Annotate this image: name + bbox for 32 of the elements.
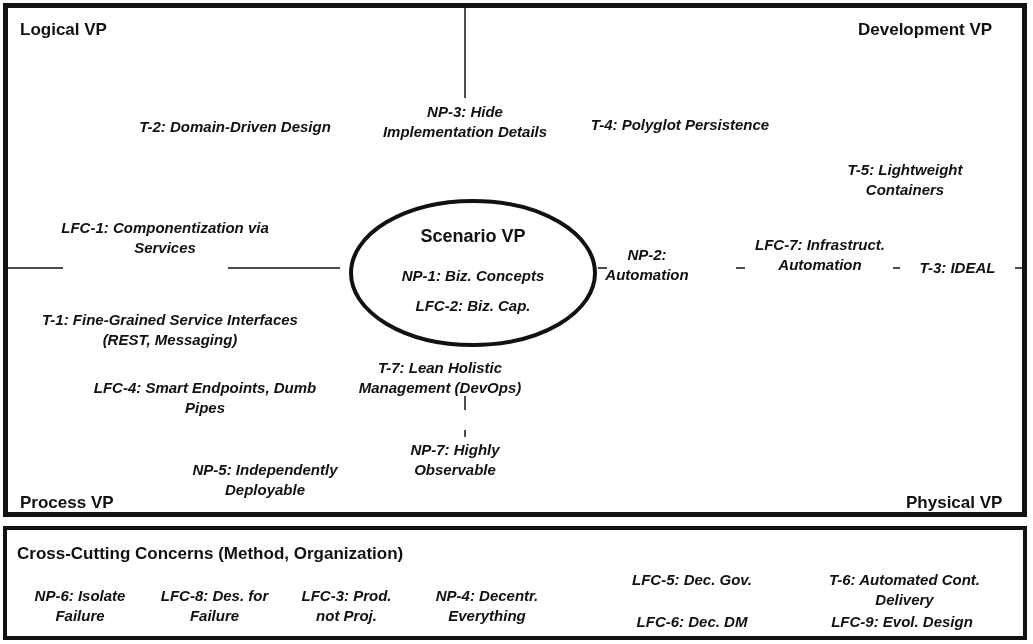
viewpoint-frame [3,3,1027,517]
concept-label: LFC-8: Des. for Failure [159,586,270,626]
scenario-ellipse [348,198,598,348]
concept-label: NP-2: Automation [604,245,690,285]
concept-label: LFC-6: Dec. DM [635,612,749,632]
concept-label: LFC-7: Infrastruct. Automation [754,235,886,275]
concept-label: T-1: Fine-Grained Service Interfaces (REST, Messaging) [41,310,299,350]
concept-label: LFC-9: Evol. Design [830,612,974,632]
concerns-panel [3,526,1027,640]
concept-label: LFC-4: Smart Endpoints, Dumb Pipes [92,378,318,418]
concept-label: T-5: Lightweight Containers [846,160,964,200]
concept-label: NP-1: Biz. Concepts [400,266,546,286]
concept-label: LFC-3: Prod. not Proj. [300,586,393,626]
concept-label: NP-6: Isolate Failure [33,586,127,626]
viewpoint-title: Development VP [858,20,993,40]
viewpoint-title: Logical VP [20,20,107,40]
concept-label: NP-7: Highly Observable [409,440,501,480]
viewpoint-title: Scenario VP [419,226,527,246]
concept-label: LFC-1: Componentization via Services [60,218,270,258]
viewpoint-title: Process VP [20,493,114,513]
concept-label: T-6: Automated Cont. Delivery [827,570,982,610]
concept-label: NP-3: Hide Implementation Details [381,102,549,142]
concept-label: T-4: Polyglot Persistence [590,115,770,135]
concept-label: NP-4: Decentr. Everything [434,586,540,626]
concept-label: T-7: Lean Holistic Management (DevOps) [357,358,523,398]
concept-label: LFC-5: Dec. Gov. [631,570,753,590]
panel-heading: Cross-Cutting Concerns (Method, Organization) [17,544,405,564]
viewpoint-title: Physical VP [906,493,1003,513]
concept-label: T-3: IDEAL [918,258,997,278]
concept-label: LFC-2: Biz. Cap. [414,296,532,316]
concept-label: T-2: Domain-Driven Design [138,117,332,137]
concept-label: NP-5: Independently Deployable [191,460,339,500]
